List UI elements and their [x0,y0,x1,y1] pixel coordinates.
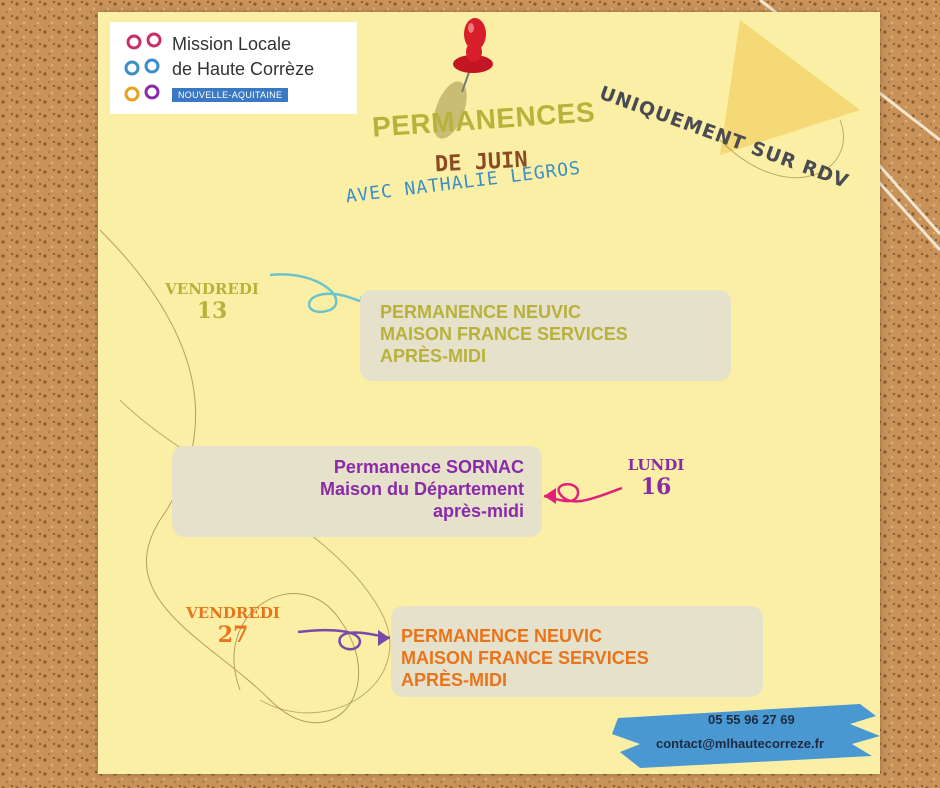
contact-phone[interactable]: 05 55 96 27 69 [708,712,795,727]
logo-region-tag: NOUVELLE-AQUITAINE [172,88,289,102]
event-1-date: VENDREDI 13 [152,280,272,324]
mission-locale-logo: Mission Locale de Haute Corrèze NOUVELLE… [110,22,357,114]
event-1-card: PERMANENCE NEUVIC MAISON FRANCE SERVICES… [360,290,731,381]
arrow-to-event-3 [297,628,391,651]
event-3-card: PERMANENCE NEUVIC MAISON FRANCE SERVICES… [391,606,763,697]
event-1-line-3: APRÈS-MIDI [380,346,487,366]
event-1-weekday: VENDREDI [165,280,259,298]
contact-block: 05 55 96 27 69 contact@mlhautecorreze.fr [614,706,876,768]
arrow-to-event-1 [269,273,373,313]
event-3-day: 27 [217,622,249,648]
event-3-line-2: MAISON FRANCE SERVICES [401,648,649,668]
event-1-line-2: MAISON FRANCE SERVICES [380,324,628,344]
event-2-line-3: après-midi [432,501,524,521]
event-2-date: LUNDI 16 [606,456,706,500]
folded-corner [720,20,860,155]
event-1-line-1: PERMANENCE NEUVIC [380,302,582,322]
arrow-to-event-2 [543,483,623,503]
event-3-line-1: PERMANENCE NEUVIC [401,626,603,646]
event-3-date: VENDREDI 27 [170,604,296,648]
event-3-weekday: VENDREDI [186,604,280,622]
event-1-day: 13 [196,298,228,324]
arrow-head-3 [378,630,390,646]
logo-mark-icon [124,32,162,102]
event-2-card: Permanence SORNAC Maison du Département … [172,446,542,537]
event-2-day: 16 [640,474,672,500]
arrow-head-2 [544,488,556,504]
logo-line-2: de Haute Corrèze [172,59,315,79]
contact-email[interactable]: contact@mlhautecorreze.fr [656,736,824,751]
contact-brush-stroke [612,704,880,768]
event-2-line-2: Maison du Département [319,479,524,499]
event-2-weekday: LUNDI [627,456,685,474]
logo-line-1: Mission Locale [172,34,292,54]
event-2-line-1: Permanence SORNAC [333,457,524,477]
event-3-line-3: APRÈS-MIDI [401,670,508,690]
push-pin-icon [433,18,493,139]
decorative-swirl-3 [719,119,844,179]
decorative-swirl [99,229,359,724]
